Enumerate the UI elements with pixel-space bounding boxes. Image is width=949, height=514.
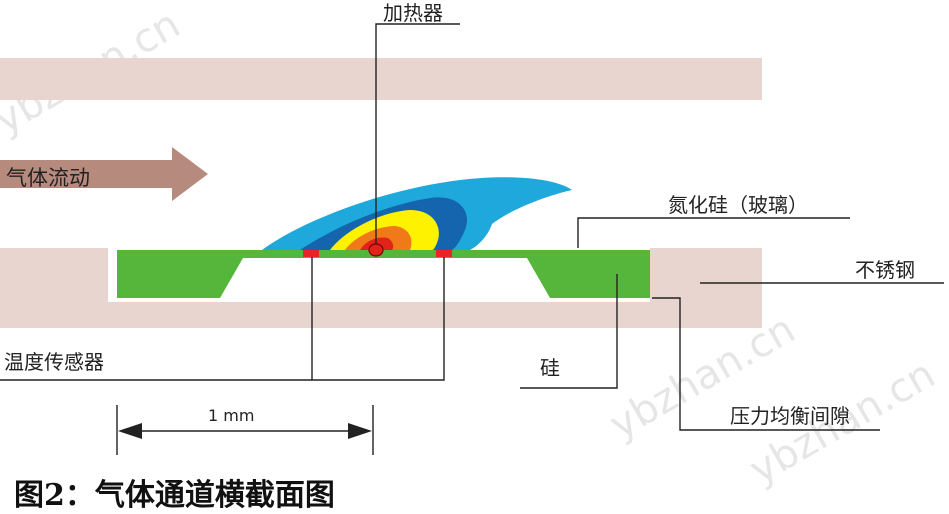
leader-lines [0,23,944,455]
stainless-steel-label: 不锈钢 [855,258,915,282]
silicon-nitride-label: 氮化硅（玻璃） [668,193,808,217]
heater-label: 加热器 [383,1,443,25]
gas-flow-arrow [0,147,208,201]
sensor-leader [311,257,445,381]
dimension-arrowhead-left [118,423,142,439]
steel-bottom-body [0,248,762,328]
temperature-sensor-right [436,250,452,257]
gap-leader [652,297,880,431]
temperature-sensor-label: 温度传感器 [4,350,104,374]
pressure-gap-label: 压力均衡间隙 [730,404,850,428]
figure-caption: 图2：气体通道横截面图 [14,478,335,513]
temperature-sensor-left [303,250,319,257]
dimension-label: 1 mm [208,406,254,425]
heater-leader [375,23,460,244]
gas-flow-label: 气体流动 [6,166,90,190]
steel-top-plate [0,58,762,100]
silicon-chip [117,250,650,298]
heater-element [368,243,384,257]
nitride-leader [577,217,850,248]
silicon-leader [520,274,618,389]
silicon-label: 硅 [540,356,560,380]
dimension-arrowhead-right [348,423,372,439]
